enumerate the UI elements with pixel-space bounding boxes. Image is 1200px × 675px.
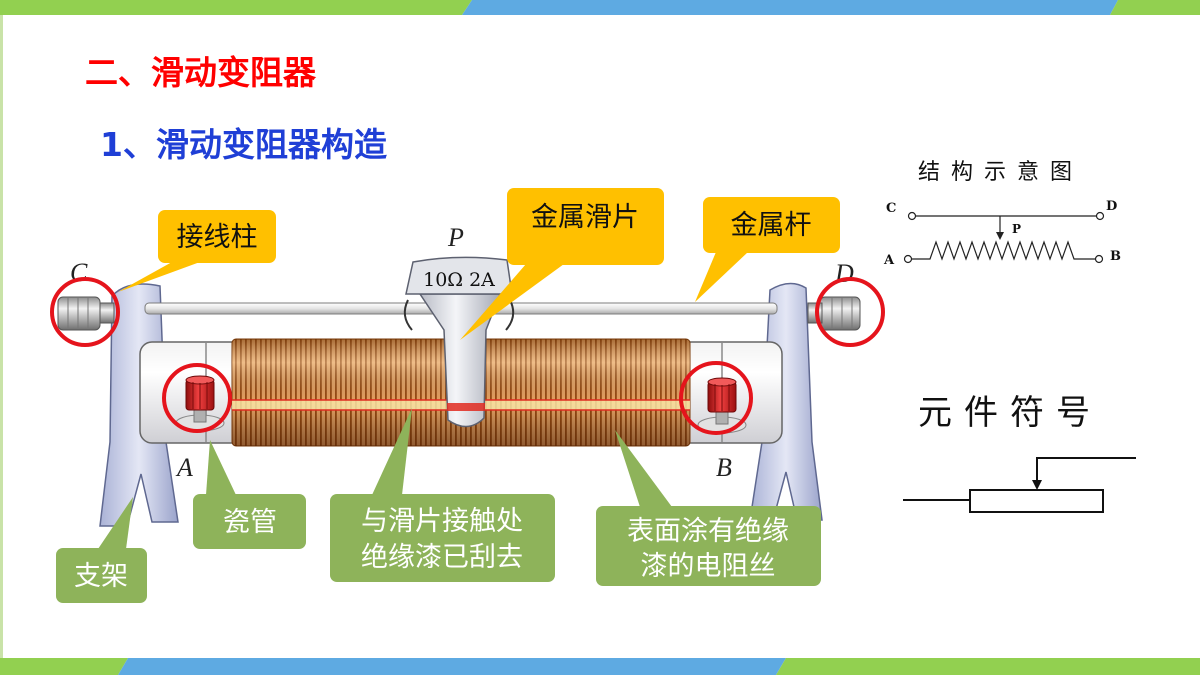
rheostat-illustration: 10Ω 2A C P D A B [50,223,885,527]
highlight-circle-b [679,361,753,435]
highlight-circle-d [815,277,885,347]
top-band-blue [462,0,1118,15]
callout-contact-line2: 绝缘漆已刮去 [361,542,523,573]
letter-p: P [447,223,464,252]
metal-slider [403,256,515,428]
callout-contact: 与滑片接触处 绝缘漆已刮去 [330,408,555,582]
schematic-label-a: A [883,253,895,268]
callout-terminal-text: 接线柱 [177,222,258,253]
callout-slider-text: 金属滑片 [531,202,639,233]
schematic-resistor-zigzag [911,240,1096,261]
symbol-slider-arrow-shaft [1036,457,1136,482]
bottom-band-green-left [0,658,128,675]
callout-rod: 金属杆 [695,197,840,302]
schematic-node-a [903,254,913,264]
schematic-label-b: B [1110,249,1121,264]
callout-terminal: 接线柱 [118,210,276,292]
schematic-node-d [1095,211,1105,221]
callout-tube-text: 瓷管 [223,507,277,538]
callout-stand: 支架 [56,497,147,603]
callout-wire-line2: 漆的电阻丝 [641,551,776,582]
symbol-title: 元件符号 [918,393,1102,433]
component-symbol: 元件符号 [903,393,1136,513]
terminal-a-knob [175,375,225,432]
symbol-slider-arrow-head [1032,480,1042,490]
callout-wire: 表面涂有绝缘 漆的电阻丝 [596,430,821,586]
section-title: 1、滑动变阻器构造 [100,125,387,164]
callout-slider: 金属滑片 [460,188,664,340]
schematic-slider-arrow-head [996,232,1004,240]
callout-contact-line1: 与滑片接触处 [361,506,523,537]
top-band-green-left [0,0,472,15]
schematic-label-d: D [1106,199,1117,214]
terminal-c-bolt [57,296,115,331]
schematic-title: 结构示意图 [918,160,1083,185]
bottom-band-green-right [776,658,1200,675]
left-edge-strip [0,15,3,658]
callout-stand-text: 支架 [74,561,128,592]
symbol-resistor-body [969,489,1104,513]
callout-wire-line1: 表面涂有绝缘 [627,516,789,547]
page-title: 二、滑动变阻器 [85,53,317,92]
schematic-node-c [907,211,917,221]
letter-a: A [175,453,193,482]
bottom-band-blue [118,658,786,675]
callout-rod-text: 金属杆 [731,210,812,241]
slider-rating-label: 10Ω 2A [423,269,495,291]
structure-schematic: 结构示意图 C D P A B [883,160,1121,268]
schematic-node-b [1094,254,1104,264]
highlight-circle-c [50,277,120,347]
schematic-label-c: C [886,201,896,216]
schematic-label-p: P [1012,222,1021,236]
top-band-green-right [1110,0,1200,15]
letter-b: B [716,453,732,482]
highlight-circle-a [162,363,232,433]
callout-tube: 瓷管 [193,440,306,549]
